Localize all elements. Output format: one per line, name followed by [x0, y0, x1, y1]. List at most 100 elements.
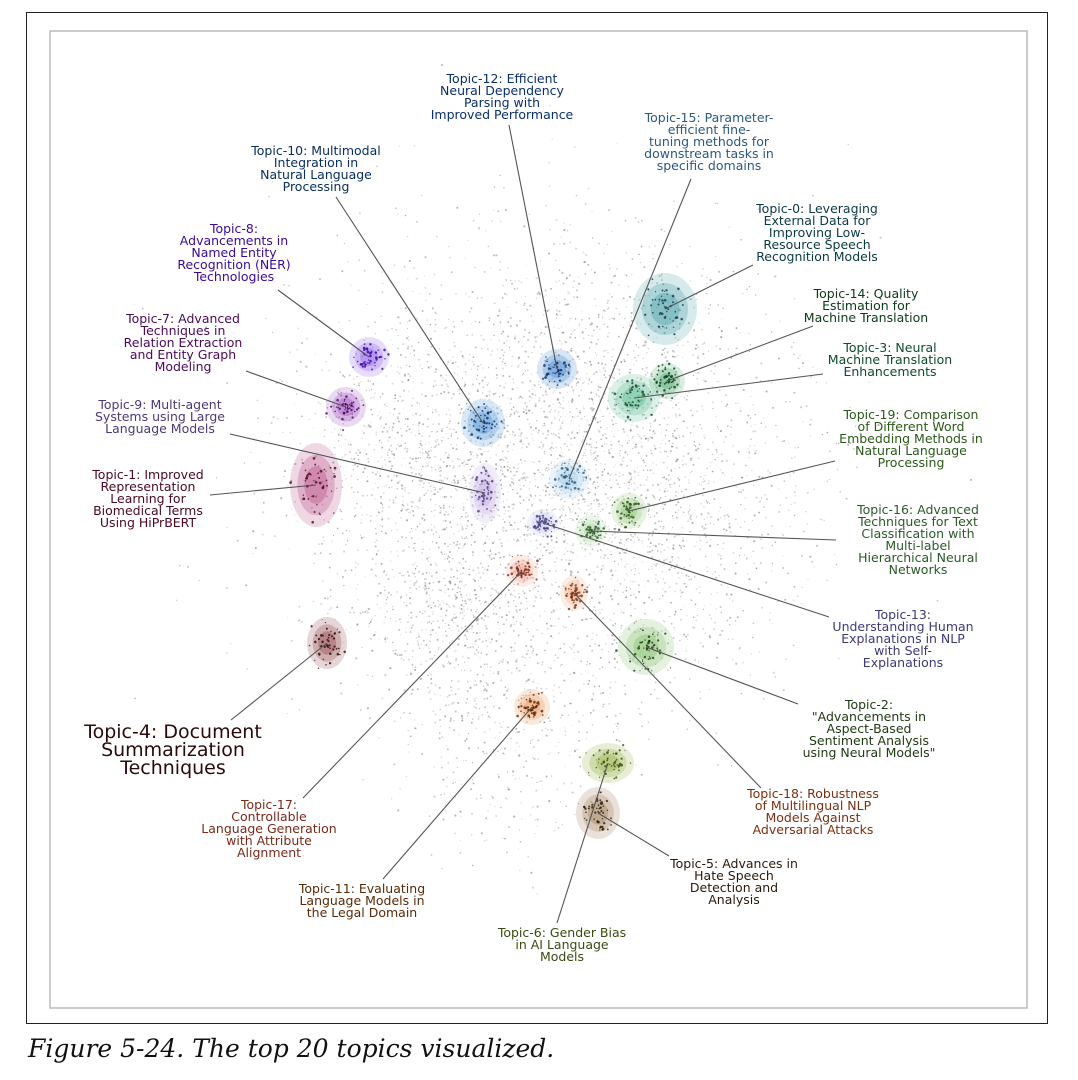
background-point: [426, 464, 429, 467]
background-point: [624, 451, 627, 454]
background-point: [427, 687, 429, 689]
background-point: [717, 380, 720, 383]
background-point: [641, 540, 643, 543]
background-point: [414, 576, 417, 578]
background-point: [421, 572, 424, 575]
background-point: [449, 256, 452, 259]
background-point: [706, 541, 708, 544]
background-point: [482, 685, 484, 687]
background-point: [673, 395, 676, 398]
background-point: [607, 526, 609, 528]
background-point: [425, 571, 427, 574]
background-point: [507, 335, 510, 338]
background-point: [655, 565, 657, 567]
background-point: [409, 712, 411, 715]
background-point: [530, 373, 532, 375]
background-point: [589, 645, 591, 647]
background-point: [368, 623, 370, 625]
background-point: [622, 473, 625, 476]
background-point: [419, 451, 422, 454]
background-point: [528, 488, 531, 490]
background-point: [365, 453, 368, 455]
background-point: [737, 450, 740, 453]
background-point: [368, 389, 371, 392]
background-point: [515, 670, 517, 672]
background-point: [626, 434, 629, 437]
background-point: [464, 583, 467, 586]
background-point: [517, 340, 520, 343]
background-point: [187, 490, 190, 493]
background-point: [466, 463, 469, 466]
background-point: [573, 329, 576, 332]
background-point: [541, 632, 543, 635]
background-point: [415, 637, 418, 639]
background-point: [554, 466, 556, 468]
background-point: [386, 329, 389, 331]
background-point: [375, 434, 377, 436]
background-point: [618, 541, 621, 544]
background-point: [809, 555, 812, 558]
background-point: [736, 522, 738, 524]
background-point: [536, 529, 539, 532]
background-point: [651, 494, 654, 497]
background-point: [530, 742, 532, 744]
background-point: [687, 583, 689, 585]
background-point: [668, 548, 671, 551]
background-point: [400, 509, 403, 512]
background-point: [681, 263, 683, 265]
background-point: [672, 544, 675, 547]
background-point: [465, 485, 467, 488]
background-point: [447, 438, 449, 440]
background-point: [475, 639, 478, 641]
background-point: [446, 477, 449, 480]
background-point: [670, 566, 673, 568]
background-point: [581, 495, 583, 497]
background-point: [751, 555, 753, 558]
background-point: [312, 600, 314, 603]
background-point: [591, 684, 593, 686]
background-point: [525, 351, 527, 353]
background-point: [694, 659, 697, 661]
background-point: [449, 521, 452, 524]
background-point: [725, 394, 727, 397]
background-point: [646, 469, 649, 471]
background-point: [810, 435, 812, 437]
background-point: [599, 386, 602, 388]
background-point: [564, 727, 566, 729]
background-point: [646, 479, 648, 481]
background-point: [499, 628, 501, 630]
background-point: [399, 654, 401, 656]
background-point: [654, 447, 657, 450]
background-point: [586, 731, 588, 734]
background-point: [535, 653, 538, 656]
background-point: [551, 138, 553, 140]
background-point: [513, 413, 516, 415]
background-point: [746, 421, 749, 424]
background-point: [421, 367, 423, 370]
background-point: [500, 465, 502, 468]
background-point: [361, 646, 363, 649]
background-point: [524, 460, 526, 462]
background-point: [811, 366, 814, 369]
background-point: [833, 553, 836, 556]
background-point: [633, 489, 635, 491]
background-point: [447, 391, 450, 394]
background-point: [640, 713, 643, 716]
background-point: [506, 469, 509, 472]
background-point: [573, 350, 575, 352]
background-point: [710, 369, 712, 372]
background-point: [532, 471, 535, 474]
background-point: [611, 472, 613, 474]
background-point: [828, 478, 830, 481]
background-point: [635, 488, 637, 491]
background-point: [560, 406, 562, 409]
background-point: [543, 545, 546, 549]
background-point: [370, 515, 372, 517]
background-point: [396, 654, 398, 656]
background-point: [582, 479, 585, 481]
background-point: [582, 454, 585, 457]
background-point: [536, 350, 538, 352]
background-point: [587, 187, 590, 190]
background-point: [480, 453, 482, 455]
background-point: [541, 473, 543, 476]
